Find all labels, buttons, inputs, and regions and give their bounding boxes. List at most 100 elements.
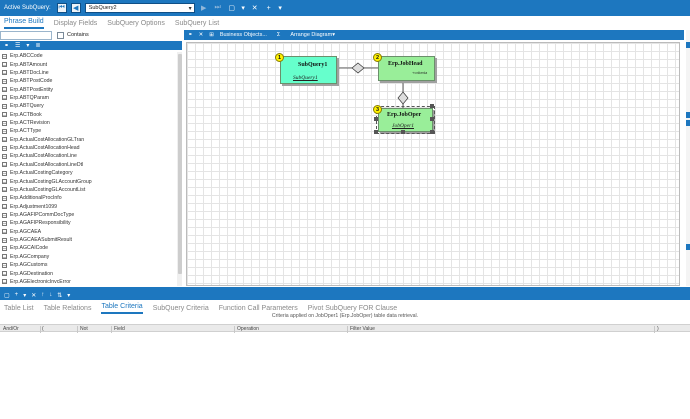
add-dropdown-icon[interactable]: ▾ [23,292,27,299]
view-dropdown-icon[interactable]: ▾ [26,43,30,49]
table-icon [2,53,7,59]
list-item[interactable]: Erp.AGElectronicInvcError [0,278,181,286]
list-item[interactable]: Erp.ABCCode [0,52,181,60]
list-item[interactable]: Erp.ActualCostAllocationGLTran [0,136,181,144]
tab-pivot-subquery-for-clause[interactable]: Pivot SubQuery FOR Clause [307,305,398,312]
list-item[interactable]: Erp.AGAFIPResponsibility [0,219,181,227]
sort-icon[interactable]: ⇅ [57,292,63,299]
list-item[interactable]: Erp.ActualCostAllocationLineDtl [0,161,181,169]
subquery1-node[interactable]: SubQuery1 SubQuery1 [280,56,337,84]
list-item-label: Erp.Adjustment1099 [10,203,58,210]
new-icon[interactable]: ▢ [4,292,10,299]
tab-phrase-build[interactable]: Phrase Build [4,18,44,29]
table-icon [2,245,7,251]
add-icon[interactable]: + [266,4,271,12]
criteria-grid-body[interactable] [0,333,690,419]
list-item[interactable]: Erp.ActualCostAllocationHead [0,144,181,152]
list-item[interactable]: Erp.ABTDocLine [0,69,181,77]
link-icon[interactable]: ⚭ [188,32,193,38]
list-item[interactable]: Erp.ABTPostEntity [0,85,181,93]
list-item[interactable]: Erp.AGCAEASubmitResult [0,236,181,244]
column-header[interactable]: Not [80,326,88,332]
resize-handle[interactable] [430,117,434,121]
column-header[interactable]: And/Or [3,326,19,332]
node-subtitle: JobOper1 [392,123,414,129]
diagram-canvas[interactable]: SubQuery1 SubQuery1 1 Erp.JobHead +crite… [186,42,680,286]
list-item[interactable]: Erp.ActualCostAllocationLine [0,152,181,160]
list-item[interactable]: Erp.Adjustment1099 [0,202,181,210]
list-item[interactable]: Erp.ABTQParam [0,94,181,102]
tab-table-relations[interactable]: Table Relations [43,305,92,312]
column-header[interactable]: Operation [237,326,259,332]
list-item[interactable]: Erp.AGCustoms [0,261,181,269]
tab-subquery-criteria[interactable]: SubQuery Criteria [152,305,209,312]
resize-handle[interactable] [401,130,405,134]
next-icon[interactable]: ▶ [200,5,207,12]
list-item[interactable]: Erp.ABTQuery [0,102,181,110]
resize-handle[interactable] [430,130,434,134]
list-view-icon[interactable]: ☰ [15,43,21,49]
table-search-input[interactable] [0,30,52,40]
list-item[interactable]: Erp.AGCAICode [0,244,181,252]
sort-dropdown-icon[interactable]: ▾ [67,292,71,299]
resize-handle[interactable] [430,104,434,108]
list-item[interactable]: Erp.AGCAEA [0,228,181,236]
delete-icon[interactable]: ✕ [251,5,258,12]
previous-icon[interactable]: ◀ [70,3,81,13]
rail-marker [686,120,690,126]
active-subquery-select[interactable]: SubQuery2 ▾ [84,3,195,13]
tab-table-criteria[interactable]: Table Criteria [101,303,143,314]
link-icon[interactable]: ⚭ [4,43,10,49]
list-item[interactable]: Erp.ACTType [0,127,181,135]
last-icon[interactable]: ⏭ [214,4,221,11]
list-item[interactable]: Erp.AGAFIPCommDocType [0,211,181,219]
tab-function-call-parameters[interactable]: Function Call Parameters [218,305,298,312]
list-item[interactable]: Erp.ABTPostCode [0,77,181,85]
jobhead-node[interactable]: Erp.JobHead +criteria [378,56,435,81]
list-item-label: Erp.ACTType [10,128,42,135]
delete-icon[interactable]: ✕ [198,32,204,38]
delete-icon[interactable]: ✕ [31,292,37,299]
sigma-button[interactable]: Σ [276,32,281,38]
resize-handle[interactable] [374,117,378,121]
list-item[interactable]: Erp.AGCompany [0,253,181,261]
tab-table-list[interactable]: Table List [4,305,34,312]
list-item[interactable]: Erp.ActualCostingGLAccountList [0,186,181,194]
column-header[interactable]: Field [114,326,125,332]
move-up-icon[interactable]: ↑ [41,292,45,298]
table-list-scroll-thumb[interactable] [177,54,182,274]
panel-splitter[interactable] [0,287,690,290]
tab-subquery-options[interactable]: SubQuery Options [107,20,165,27]
node-badge: 2 [373,53,382,62]
business-objects-button[interactable]: Business Objects... [219,32,267,38]
node-title: SubQuery1 [298,62,328,68]
add-dropdown-icon[interactable]: ▾ [278,5,282,12]
list-item[interactable]: Erp.ACTBook [0,111,181,119]
list-item-label: Erp.ActualCostAllocationLineDtl [10,161,84,168]
arrange-diagram-button[interactable]: Arrange Diagram▾ [290,32,335,38]
list-item[interactable]: Erp.AdditionalProcInfo [0,194,181,202]
contains-checkbox[interactable] [57,31,64,39]
list-item[interactable]: Erp.ActualCostingGLAccountGroup [0,177,181,185]
joboper-node[interactable]: Erp.JobOper JobOper1 [376,106,435,134]
list-item[interactable]: Erp.ACTRevision [0,119,181,127]
list-item[interactable]: Erp.ABTAmount [0,60,181,68]
node-badge: 3 [373,105,382,114]
table-list-toolbar: ⚭ ☰ ▾ ≣ [0,41,182,50]
criteria-message: Criteria applied on JobOper1 (Erp.JobOpe… [271,313,419,319]
column-header[interactable]: ) [657,326,659,332]
first-icon[interactable]: ⏮ [56,3,67,13]
column-header[interactable]: ( [42,326,44,332]
list-item[interactable]: Erp.ActualCostingCategory [0,169,181,177]
node-subtitle: SubQuery1 [293,75,318,81]
tab-subquery-list[interactable]: SubQuery List [174,20,220,27]
tab-display-fields[interactable]: Display Fields [53,20,98,27]
list-item[interactable]: Erp.AGDestination [0,269,181,277]
new-subquery-icon[interactable]: ▢ [228,5,235,12]
move-down-icon[interactable]: ↓ [49,292,53,298]
column-header[interactable]: Filter Value [350,326,375,332]
detail-view-icon[interactable]: ≣ [35,43,41,49]
add-icon[interactable]: + [14,292,19,298]
new-dropdown-icon[interactable]: ▾ [241,5,245,12]
resize-handle[interactable] [374,130,378,134]
